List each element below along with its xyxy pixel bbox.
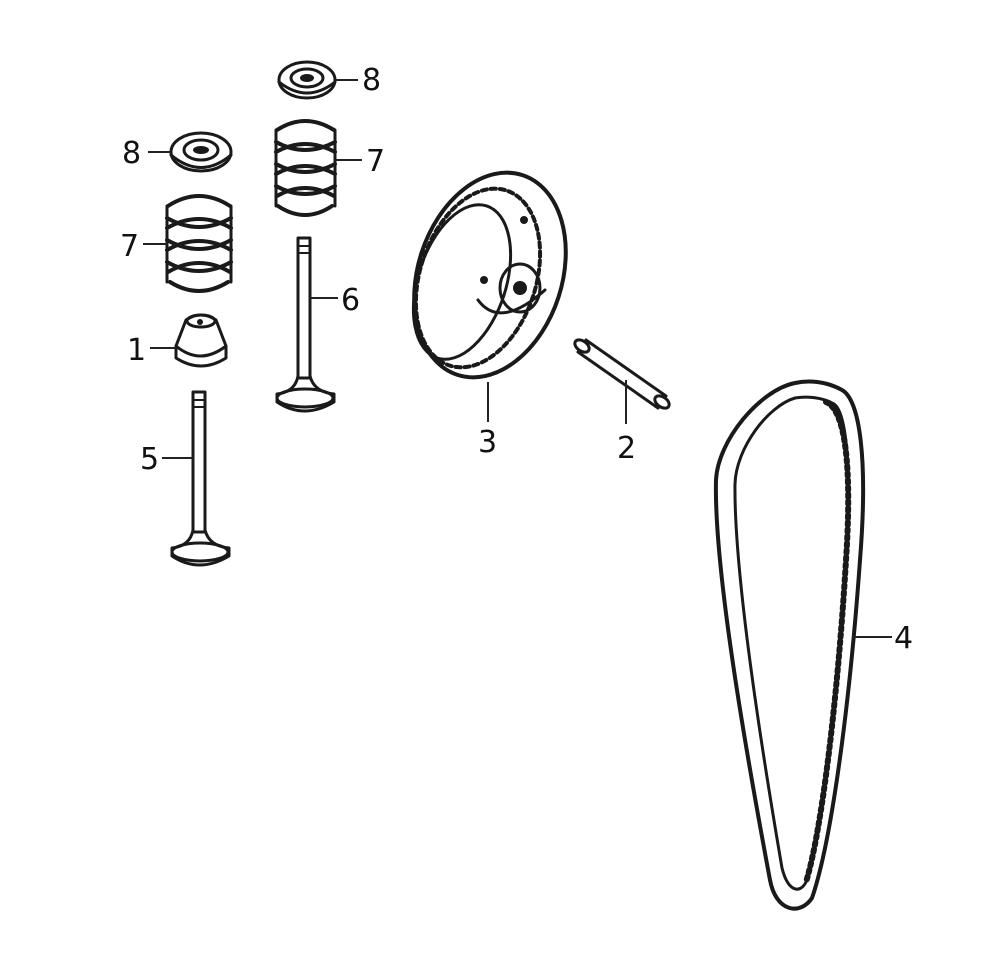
part-7-valve-spring-top (274, 119, 337, 217)
part-8-retainer-left (169, 131, 233, 173)
callout-3: 3 (478, 425, 497, 460)
callout-7-top: 7 (366, 144, 385, 179)
part-7-valve-spring-left (165, 194, 233, 293)
part-3-cam-pulley (411, 170, 568, 380)
part-4-timing-belt (713, 379, 866, 911)
callout-5: 5 (140, 442, 159, 477)
part-1-stem-seal (174, 313, 228, 368)
callout-1: 1 (127, 333, 146, 368)
callout-4: 4 (894, 621, 913, 656)
part-6-valve (275, 236, 336, 413)
callout-8-left: 8 (122, 136, 141, 171)
callout-8-top: 8 (362, 63, 381, 98)
callout-6: 6 (341, 283, 360, 318)
part-8-retainer-top (277, 60, 337, 100)
part-2-pin (573, 338, 671, 410)
callout-7-left: 7 (120, 229, 139, 264)
callout-2: 2 (617, 431, 636, 466)
part-5-valve (170, 390, 231, 567)
